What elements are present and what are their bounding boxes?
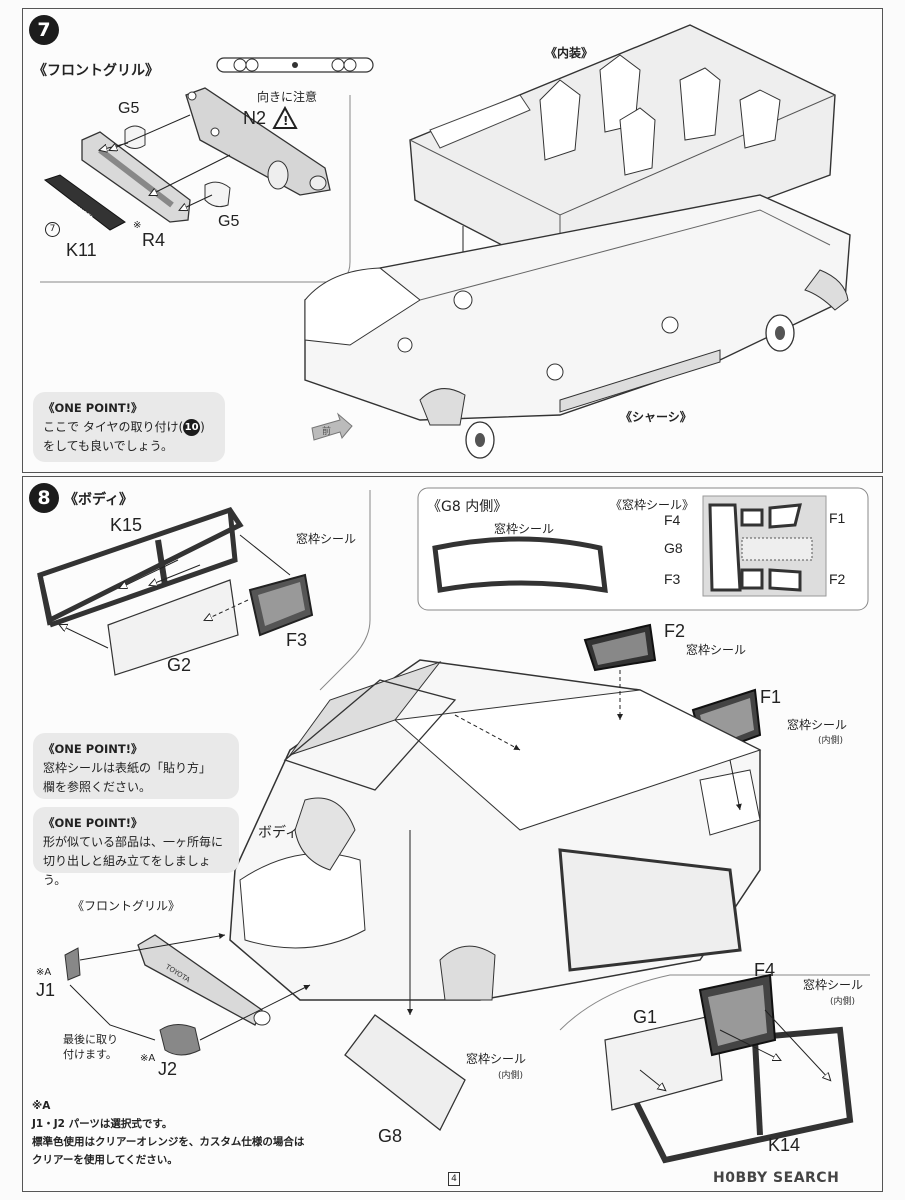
vehicle-body	[229, 659, 762, 1001]
one-point-1-line2: 欄を参照ください。	[43, 780, 152, 794]
g1-label: G1	[633, 1007, 658, 1027]
one-point-line2: をしても良いでしょう。	[43, 439, 173, 453]
window-seal-sheet	[702, 495, 827, 597]
f3-label: F3	[286, 630, 308, 650]
step8-one-point-note-1: 《ONE POINT!》 窓枠シールは表紙の「貼り方」 欄を参照ください。	[33, 733, 239, 799]
k11-emblem: TOYOTA	[43, 174, 126, 231]
footnote-line3: クリアーを使用してください。	[32, 1154, 178, 1166]
one-point-line1-prefix: ここで タイヤの取り付け(	[43, 420, 184, 434]
g2-label: G2	[167, 655, 192, 675]
g8-inner-title: 《G8 内側》	[427, 499, 508, 515]
f2-seal-label: 窓枠シール	[686, 643, 747, 657]
one-point-2-line2: 切り出しと組み立てをしましょう。	[43, 854, 211, 887]
j2-part	[159, 1024, 201, 1056]
f1-sheet-label: F1	[829, 510, 846, 526]
f1-seal-label: 窓枠シール	[787, 718, 848, 732]
footnote-mark: ※A	[32, 1100, 51, 1112]
one-point-1-line1: 窓枠シールは表紙の「貼り方」	[43, 761, 212, 775]
one-point-2-heading: 《ONE POINT!》	[43, 816, 143, 830]
j2-label: J2	[158, 1059, 178, 1079]
last-attach-line2: 付けます。	[63, 1048, 117, 1061]
one-point-line1: ここで タイヤの取り付け(10)	[43, 418, 215, 437]
front-direction-arrow	[311, 412, 353, 441]
g8-inner-seal-label: 窓枠シール	[494, 522, 555, 536]
r4-label: R4	[142, 230, 166, 250]
interior-title: 《内装》	[545, 46, 594, 60]
k15-frame	[37, 507, 244, 628]
f2-label: F2	[664, 621, 686, 641]
n2-grille-plate	[185, 87, 331, 196]
front-grille-label: 《フロントグリル》	[72, 899, 181, 913]
g5-top-label: G5	[118, 100, 140, 117]
step7-number-badge: 7	[29, 15, 59, 45]
k11-label: K11	[66, 240, 97, 260]
k15-label: K15	[110, 515, 143, 535]
one-point-heading: 《ONE POINT!》	[43, 401, 143, 415]
f4-label: F4	[754, 960, 776, 980]
footnote-line1: J1・J2 パーツは選択式です。	[32, 1118, 173, 1130]
n2-label: N2	[243, 108, 267, 128]
one-point-line1-suffix: )	[200, 420, 205, 434]
g5-bottom-label: G5	[218, 213, 240, 230]
j2-mark: ※A	[140, 1053, 156, 1064]
last-attach-line1: 最後に取り	[63, 1033, 118, 1046]
j1-mark: ※A	[36, 967, 52, 978]
caution-label: 向きに注意	[257, 90, 318, 104]
g5-bottom-lens	[204, 181, 231, 208]
front-arrow-label: 前	[322, 427, 332, 437]
f4-inner-note: (内側)	[830, 997, 856, 1007]
f1-label: F1	[760, 687, 782, 707]
g8-windshield	[344, 1014, 466, 1132]
r4-grille	[81, 131, 191, 223]
g1-window	[604, 1014, 723, 1111]
chassis-title: 《シャーシ》	[620, 410, 692, 424]
g2-window	[107, 579, 239, 676]
f4-seal-label: 窓枠シール	[803, 978, 864, 992]
f2-sheet-label: F2	[829, 571, 846, 587]
step8-one-point-note-2: 《ONE POINT!》 形が似ている部品は、一ヶ所毎に 切り出しと組み立てをし…	[33, 807, 239, 887]
body-section-title: 《ボディ》	[64, 492, 134, 508]
f4-sheet-label: F4	[664, 512, 681, 528]
one-point-2-line1: 形が似ている部品は、一ヶ所毎に	[43, 835, 224, 849]
one-point-1-heading: 《ONE POINT!》	[43, 742, 143, 756]
f3-seal-label: 窓枠シール	[296, 532, 357, 546]
chassis	[304, 194, 851, 459]
body-label: ボディ	[258, 824, 300, 840]
g8-inner-windshield	[432, 536, 608, 594]
j1-part	[64, 947, 81, 981]
g8-seal-label: 窓枠シール	[466, 1052, 527, 1066]
j1-label: J1	[36, 980, 56, 1000]
page-number: 4	[448, 1172, 460, 1186]
k14-label: K14	[768, 1135, 801, 1155]
footnote-line2: 標準色使用はクリアーオレンジを、カスタム仕様の場合は	[32, 1136, 305, 1148]
front-grille-section-title: 《フロントグリル》	[33, 63, 159, 79]
step10-ref-badge: 10	[183, 419, 201, 436]
front-grille-part: TOYOTA	[137, 934, 271, 1026]
svg-text:!: !	[283, 114, 288, 128]
k11-step-ref: 7	[45, 222, 60, 237]
selection-footnote: ※A J1・J2 パーツは選択式です。 標準色使用はクリアーオレンジを、カスタム…	[32, 1097, 304, 1169]
step8-number-badge: 8	[29, 483, 59, 513]
n2-part	[216, 57, 374, 73]
caution-icon	[272, 105, 298, 129]
g8-label: G8	[378, 1126, 403, 1146]
r4-mark: ※	[133, 220, 142, 231]
window-seal-title: 《窓枠シール》	[610, 498, 695, 512]
step7-one-point-note: 《ONE POINT!》 ここで タイヤの取り付け(10) をしても良いでしょう…	[33, 392, 225, 462]
g8-sheet-label: G8	[664, 540, 683, 556]
f1-inner-note: (内側)	[818, 736, 844, 746]
f3-sheet-label: F3	[664, 571, 681, 587]
watermark-logo: H0BBY SEARCH	[713, 1170, 840, 1186]
g8-inner-note: (内側)	[498, 1071, 524, 1081]
g5-top-lens	[124, 125, 146, 149]
